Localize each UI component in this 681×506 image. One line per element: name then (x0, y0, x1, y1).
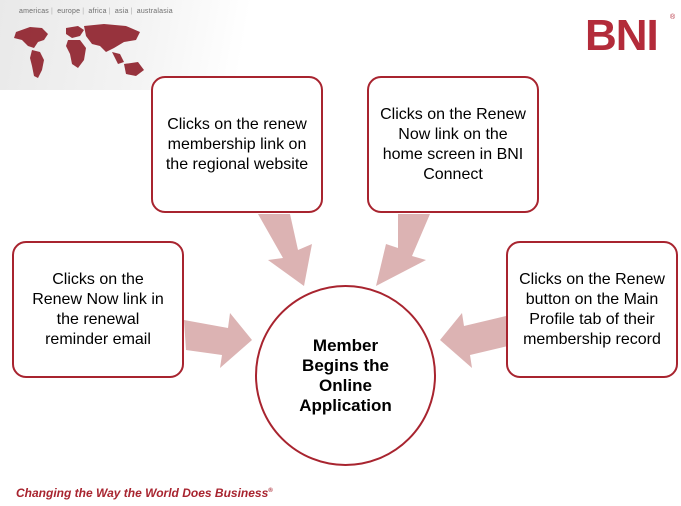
logo-registered-mark: ® (670, 14, 676, 21)
region-americas: americas (19, 8, 49, 15)
step-box-main-profile: Clicks on the Renew button on the Main P… (506, 241, 678, 378)
region-europe: europe (57, 8, 81, 15)
arrow-left (184, 313, 252, 368)
arrow-right (440, 313, 508, 368)
region-list: americas| europe| africa| asia| australa… (19, 8, 173, 15)
center-circle: Member Begins the Online Application (255, 285, 436, 466)
step-box-regional-website: Clicks on the renew membership link on t… (151, 76, 323, 213)
region-africa: africa (88, 8, 107, 15)
arrow-top-left (258, 214, 312, 286)
world-map-icon (14, 24, 144, 78)
region-asia: asia (114, 8, 129, 15)
arrow-top-right (376, 214, 430, 286)
region-australasia: australasia (136, 8, 173, 15)
step-box-reminder-email: Clicks on the Renew Now link in the rene… (12, 241, 184, 378)
step-box-bni-connect: Clicks on the Renew Now link on the home… (367, 76, 539, 213)
footer-tagline: Changing the Way the World Does Business… (16, 486, 273, 500)
header-background (0, 0, 300, 90)
bni-logo: BNI (585, 11, 659, 60)
footer-registered-mark: ® (268, 488, 273, 494)
